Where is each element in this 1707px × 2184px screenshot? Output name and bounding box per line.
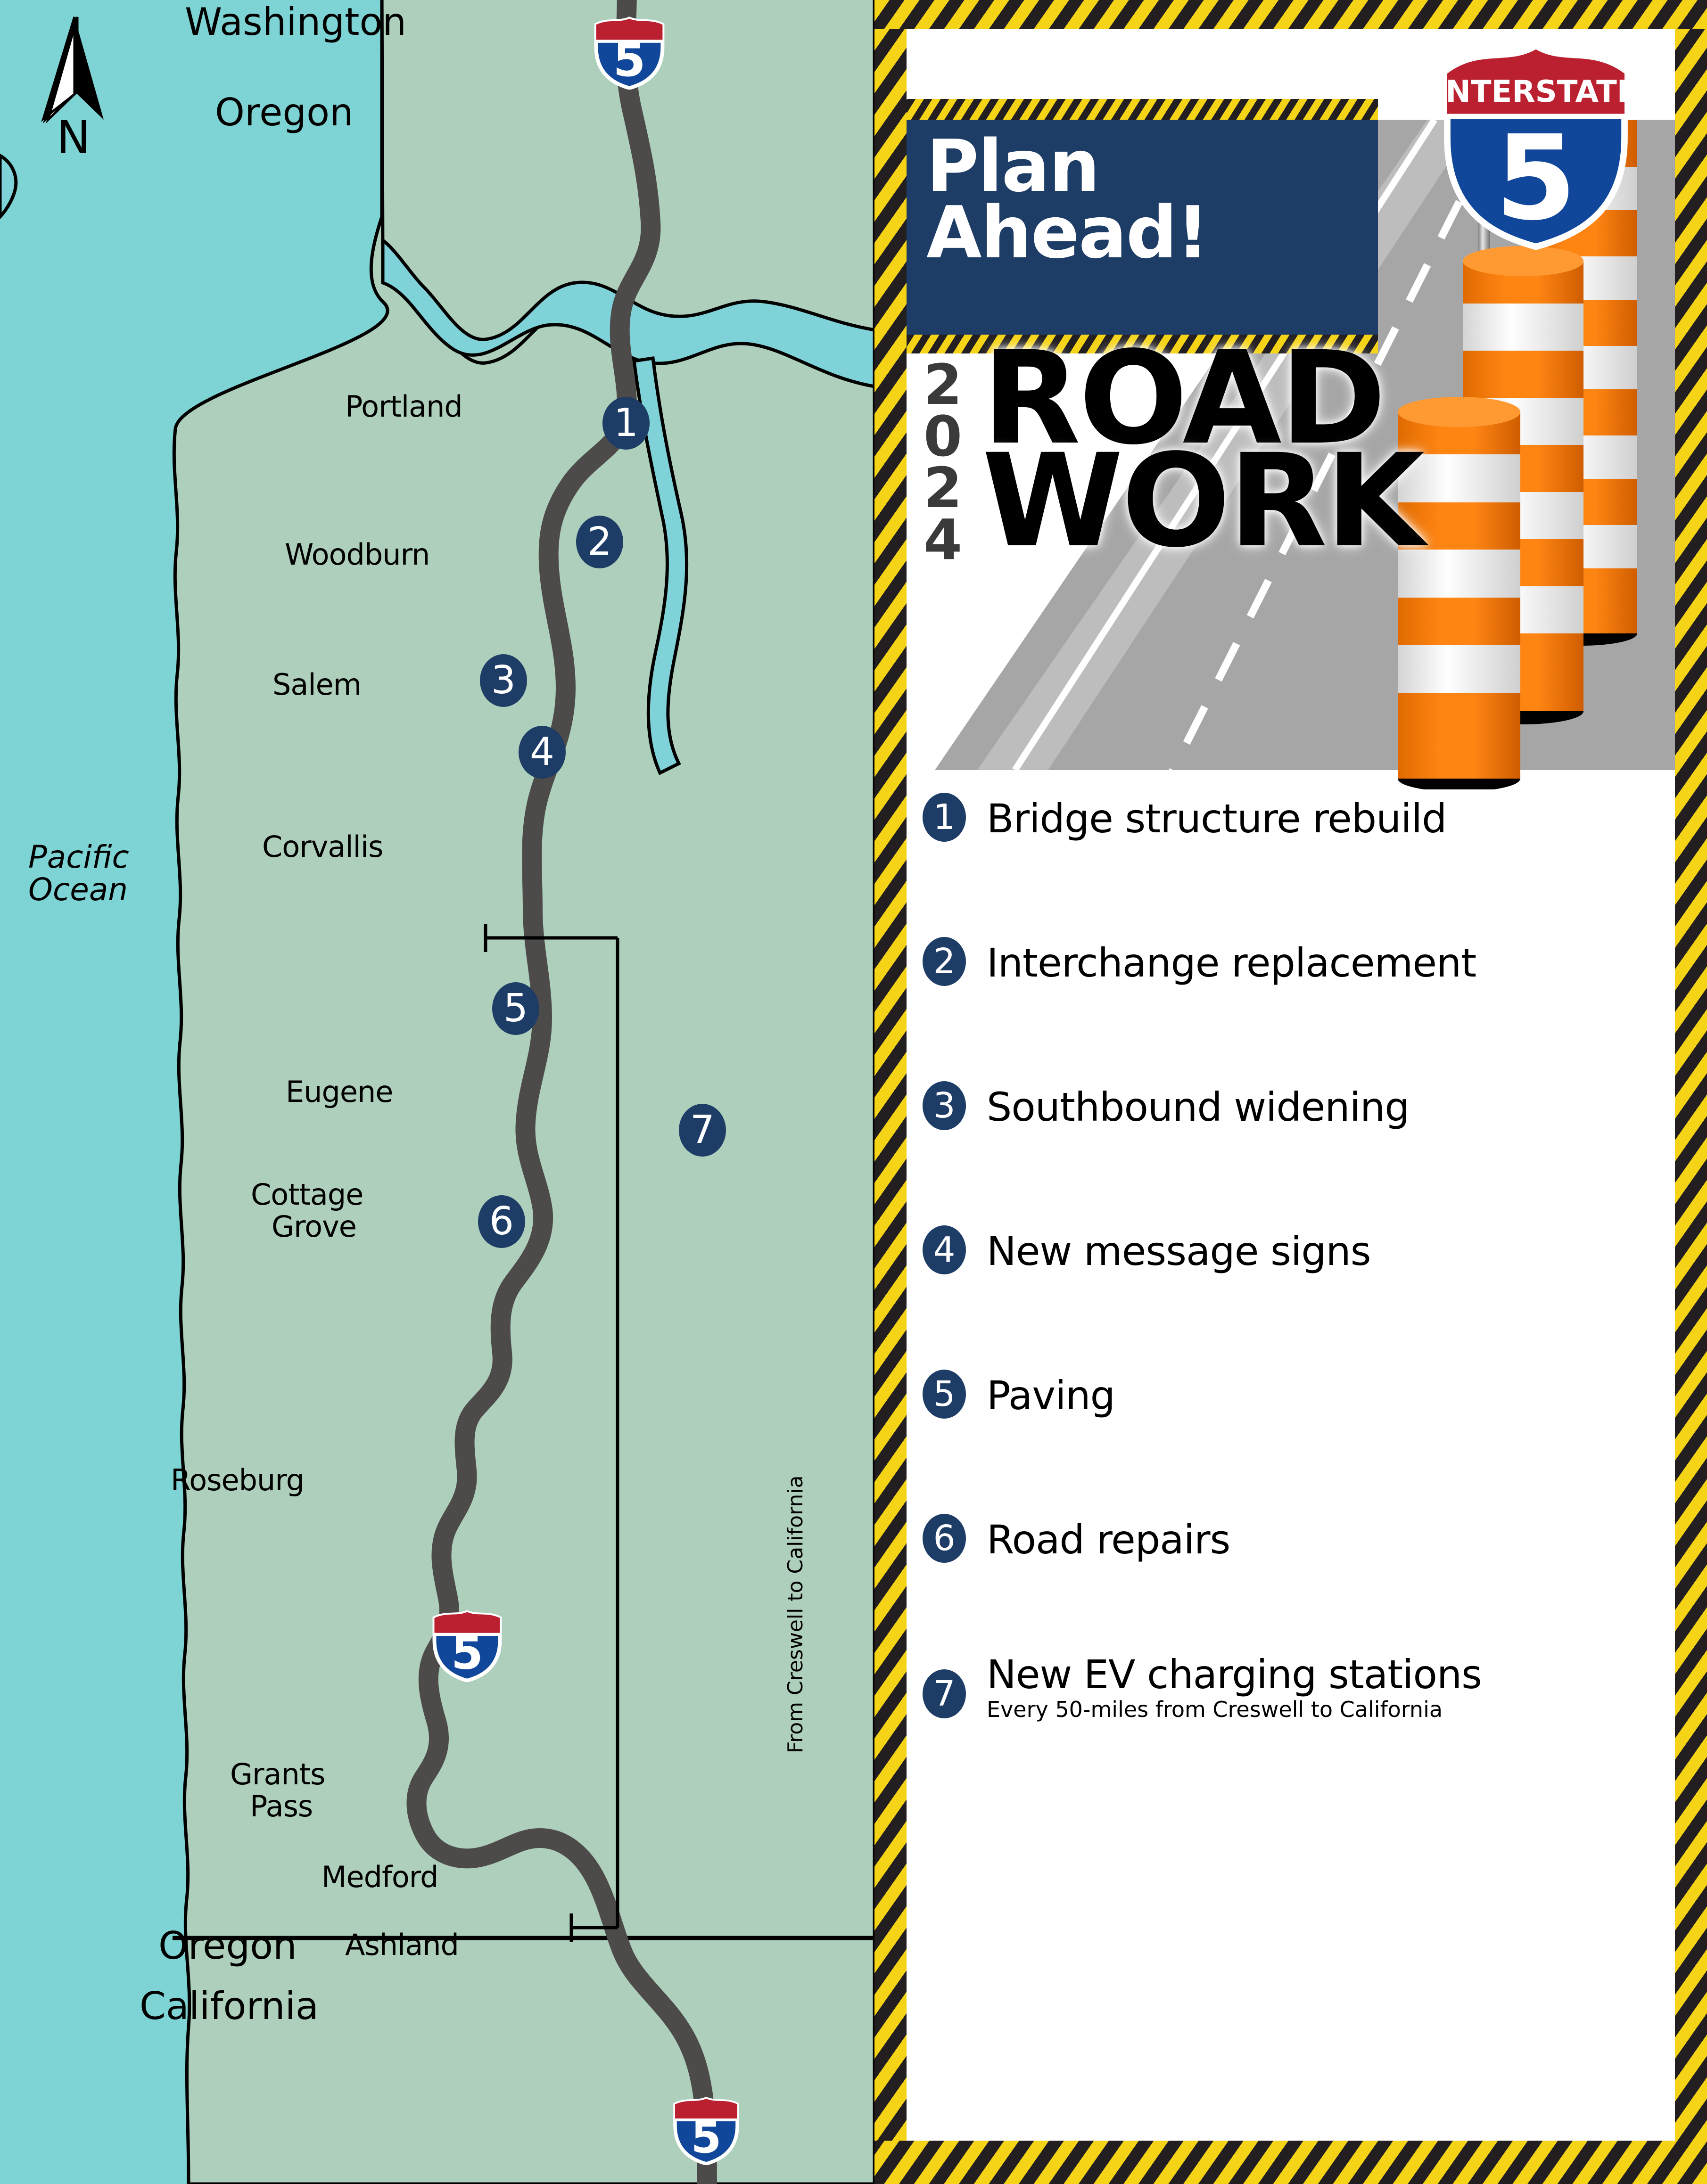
legend-item-6[interactable]: 6 Road repairs <box>907 1514 1675 1658</box>
hero-shield-number: 5 <box>1495 111 1576 246</box>
legend-badge-6: 6 <box>923 1514 966 1563</box>
map-marker-3[interactable]: 3 <box>480 654 527 707</box>
city-label-salem: Salem <box>272 667 362 702</box>
city-label-ashland: Ashland <box>345 1928 459 1962</box>
route-shield-mid-number: 5 <box>451 1626 483 1680</box>
map-marker-2[interactable]: 2 <box>576 516 623 568</box>
callout-bracket <box>484 924 619 1942</box>
city-label-pass: Pass <box>250 1789 313 1823</box>
legend-label-4: New message signs <box>987 1228 1371 1274</box>
legend-label-5: Paving <box>987 1372 1115 1419</box>
north-arrow-icon <box>41 16 104 124</box>
city-label-grants: Grants <box>230 1757 325 1791</box>
legend-label-3: Southbound widening <box>987 1084 1410 1130</box>
legend-item-3[interactable]: 3 Southbound widening <box>907 1081 1675 1225</box>
legend-label-7: New EV charging stations <box>987 1651 1482 1698</box>
city-label-woodburn: Woodburn <box>285 537 430 572</box>
hazard-border-right <box>1675 0 1707 2184</box>
route-shield-bottom: 5 <box>670 2094 742 2165</box>
legend-item-1[interactable]: 1 Bridge structure rebuild <box>907 793 1675 937</box>
compass-north-letter: N <box>57 111 91 164</box>
hazard-border-bottom <box>874 2141 1707 2184</box>
map-marker-6[interactable]: 6 <box>478 1195 525 1248</box>
route-shield-mid: 5 <box>429 1608 506 1682</box>
map-marker-1[interactable]: 1 <box>602 397 650 450</box>
year-digit-2b: 2 <box>924 455 963 521</box>
state-label-oregon-north: Oregon <box>215 90 354 134</box>
legend-badge-7: 7 <box>923 1669 966 1718</box>
year-digit-2: 2 <box>924 352 963 417</box>
legend-item-7[interactable]: 7 New EV charging stations Every 50-mile… <box>907 1651 1675 1802</box>
city-label-medford: Medford <box>322 1860 439 1894</box>
city-label-roseburg: Roseburg <box>171 1463 305 1497</box>
hero-shield-banner: INTERSTATE <box>1434 74 1637 109</box>
hazard-stripe-below-plan <box>907 335 1378 353</box>
legend-badge-4: 4 <box>923 1225 966 1274</box>
road-work-title: ROAD WORK <box>982 324 1425 576</box>
legend-badge-2: 2 <box>923 937 966 986</box>
legend-list: 1 Bridge structure rebuild 2 Interchange… <box>907 793 1675 1802</box>
legend-item-5[interactable]: 5 Paving <box>907 1370 1675 1514</box>
legend-badge-3: 3 <box>923 1081 966 1130</box>
oregon-i5-map: N Pacific Ocean Washington Oregon Oregon… <box>0 0 874 2184</box>
map-marker-7[interactable]: 7 <box>679 1104 726 1157</box>
hazard-border-top <box>874 0 1707 29</box>
legend-label-2: Interchange replacement <box>987 940 1476 986</box>
year-digit-0: 0 <box>924 403 963 469</box>
legend-label-1: Bridge structure rebuild <box>987 796 1447 842</box>
map-marker-5[interactable]: 5 <box>492 982 539 1035</box>
hazard-border-left <box>874 0 907 2184</box>
hero-interstate-shield: INTERSTATE 5 <box>1432 29 1640 251</box>
year-digit-4: 4 <box>924 507 963 573</box>
route-shield-top-number: 5 <box>613 33 645 87</box>
traffic-barrel-front <box>1398 397 1520 789</box>
creswell-callout-label: From Creswell to California <box>783 1475 808 1753</box>
map-marker-4[interactable]: 4 <box>519 726 566 779</box>
legend-label-6: Road repairs <box>987 1517 1230 1563</box>
legend-item-2[interactable]: 2 Interchange replacement <box>907 937 1675 1081</box>
state-label-california: California <box>140 1984 319 2028</box>
year-label: 2 0 2 4 <box>924 352 963 573</box>
legend-badge-1: 1 <box>923 793 966 842</box>
legend-item-4[interactable]: 4 New message signs <box>907 1225 1675 1370</box>
state-label-washington: Washington <box>185 0 407 44</box>
city-label-grove: Grove <box>272 1209 357 1244</box>
hero-banner: INTERSTATE 5 Plan Ahead! 2 0 2 4 ROAD WO… <box>907 29 1675 789</box>
route-shield-top: 5 <box>590 14 669 90</box>
legend-badge-5: 5 <box>923 1370 966 1419</box>
route-shield-bottom-number: 5 <box>691 2112 722 2163</box>
plan-ahead-text: Plan Ahead! <box>926 124 1209 275</box>
city-label-cottage: Cottage <box>251 1177 363 1212</box>
map-geometry <box>0 0 874 2184</box>
legend-sublabel-7: Every 50-miles from Creswell to Californ… <box>987 1697 1443 1722</box>
pacific-ocean-label: Pacific Ocean <box>28 839 129 908</box>
city-label-eugene: Eugene <box>286 1075 393 1109</box>
road-work-panel: INTERSTATE 5 Plan Ahead! 2 0 2 4 ROAD WO… <box>874 0 1707 2184</box>
state-label-oregon-south: Oregon <box>158 1924 297 1968</box>
city-label-corvallis: Corvallis <box>262 829 383 864</box>
hazard-stripe-above-plan <box>907 99 1378 120</box>
city-label-portland: Portland <box>345 389 463 424</box>
plan-ahead-box: Plan Ahead! <box>907 120 1378 335</box>
